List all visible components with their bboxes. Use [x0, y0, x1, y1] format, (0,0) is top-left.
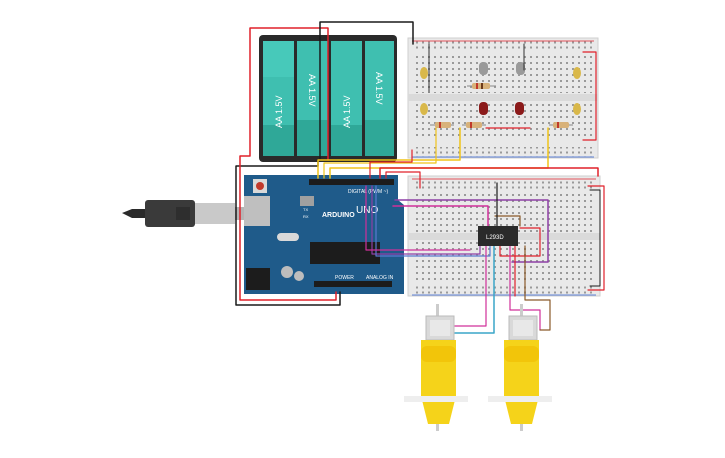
led-yellow-4[interactable] — [573, 103, 581, 115]
battery-cell-4: AA 1.5V — [365, 41, 394, 156]
wire-purple-1 — [394, 199, 549, 263]
digital-header — [309, 179, 394, 185]
battery-cell-1: AA 1.5V — [263, 41, 294, 156]
wire-brown-motor2 — [524, 245, 551, 331]
resistor-1[interactable] — [467, 83, 496, 89]
arduino-board-label: UNO — [356, 205, 378, 216]
wire-magenta-motor1 — [454, 245, 487, 327]
analog-pins-label: ANALOG IN — [366, 275, 394, 281]
wire-magenta-1 — [392, 205, 489, 227]
battery-cell-label: AA 1.5V — [374, 72, 384, 105]
wires — [235, 21, 605, 334]
led-red-2[interactable] — [515, 102, 524, 115]
led-yellow-2[interactable] — [420, 103, 428, 115]
wire-red-driver — [499, 227, 541, 257]
usb-cable[interactable] — [122, 200, 247, 227]
battery-cell-label: AA 1.5V — [307, 74, 317, 107]
wire-red-2 — [385, 171, 421, 189]
atmega-chip — [310, 242, 380, 264]
wire-red-outer — [239, 27, 337, 301]
wire-magenta-motor2 — [509, 245, 541, 331]
wire-black-right — [589, 189, 601, 287]
wire-red-right — [587, 185, 605, 291]
l293d-driver[interactable]: L293D — [478, 226, 518, 246]
battery-cell-3: AA 1.5V — [331, 41, 362, 156]
rx-label: RX — [303, 214, 309, 219]
led-white-1[interactable] — [479, 62, 488, 75]
led-yellow-1[interactable] — [420, 67, 428, 79]
resistor-4[interactable] — [549, 122, 573, 128]
battery-cell-2: AA 1.5V — [297, 41, 328, 156]
wire-cyan-motor1 — [454, 245, 495, 334]
driver-chip-label: L293D — [486, 235, 504, 241]
breadboard-top — [407, 37, 599, 159]
wire-red-3 — [369, 149, 413, 179]
motor-right[interactable] — [488, 304, 552, 431]
led-yellow-3[interactable] — [573, 67, 581, 79]
battery-cell-label: AA 1.5V — [274, 95, 284, 128]
power-analog-header — [314, 281, 392, 287]
led-white-2[interactable] — [516, 62, 525, 75]
wire-brown-1 — [494, 215, 521, 227]
power-pins-label: POWER — [335, 275, 354, 281]
wire-yellow-1 — [317, 127, 461, 179]
power-jack — [246, 268, 270, 290]
led-red-1[interactable] — [479, 102, 488, 115]
wire-red-5v — [379, 167, 599, 179]
battery-cell-label: AA 1.5V — [342, 95, 352, 128]
motor-left[interactable] — [404, 304, 468, 431]
tx-label: TX — [303, 207, 308, 212]
wire-purple-2 — [371, 185, 481, 255]
arduino-brand-label: ARDUINO — [322, 212, 355, 219]
wire-blue-1 — [375, 185, 491, 257]
digital-pins-label: DIGITAL (PWM ~) — [348, 189, 388, 195]
wire-red-rail — [582, 51, 597, 141]
wire-yellow-3 — [323, 127, 437, 179]
arduino-uno[interactable]: ARDUINO UNO DIGITAL (PWM ~) POWER ANALOG… — [244, 175, 404, 294]
resistor-2[interactable] — [430, 122, 454, 128]
usb-port — [244, 196, 270, 226]
reset-button — [256, 182, 264, 190]
resistor-3[interactable] — [462, 122, 486, 128]
wire-black-battery — [319, 21, 414, 161]
wire-magenta-2 — [365, 185, 471, 251]
